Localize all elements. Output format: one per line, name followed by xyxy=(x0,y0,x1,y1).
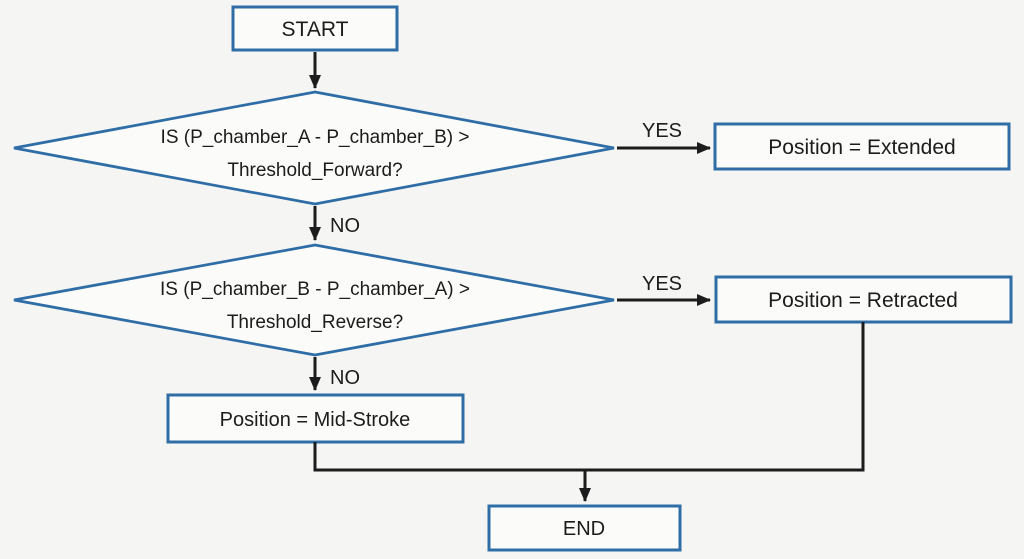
decision-forward-label-line2: Threshold_Forward? xyxy=(227,160,402,181)
midstroke-label: Position = Mid-Stroke xyxy=(220,409,411,431)
retracted-label: Position = Retracted xyxy=(768,289,958,312)
decision-forward-node xyxy=(13,90,615,206)
retracted-node xyxy=(714,275,1013,324)
end-label: END xyxy=(563,518,605,540)
start-node xyxy=(231,5,399,52)
extended-node xyxy=(713,122,1011,171)
edge-yes-reverse-label: YES xyxy=(642,273,682,295)
edge-no-forward-label: NO xyxy=(330,215,360,237)
decision-forward-label-line1: IS (P_chamber_A - P_chamber_B) > xyxy=(161,127,470,148)
decision-reverse-label-line1: IS (P_chamber_B - P_chamber_A) > xyxy=(160,279,470,300)
decision-reverse-label-line2: Threshold_Reverse? xyxy=(227,312,403,333)
start-label: START xyxy=(282,18,349,41)
edge-no-reverse-label: NO xyxy=(330,367,360,389)
midstroke-node xyxy=(166,393,465,444)
end-node xyxy=(487,504,682,552)
decision-reverse-node xyxy=(13,243,615,357)
extended-label: Position = Extended xyxy=(768,136,955,159)
edge-yes-forward-label: YES xyxy=(642,120,682,142)
